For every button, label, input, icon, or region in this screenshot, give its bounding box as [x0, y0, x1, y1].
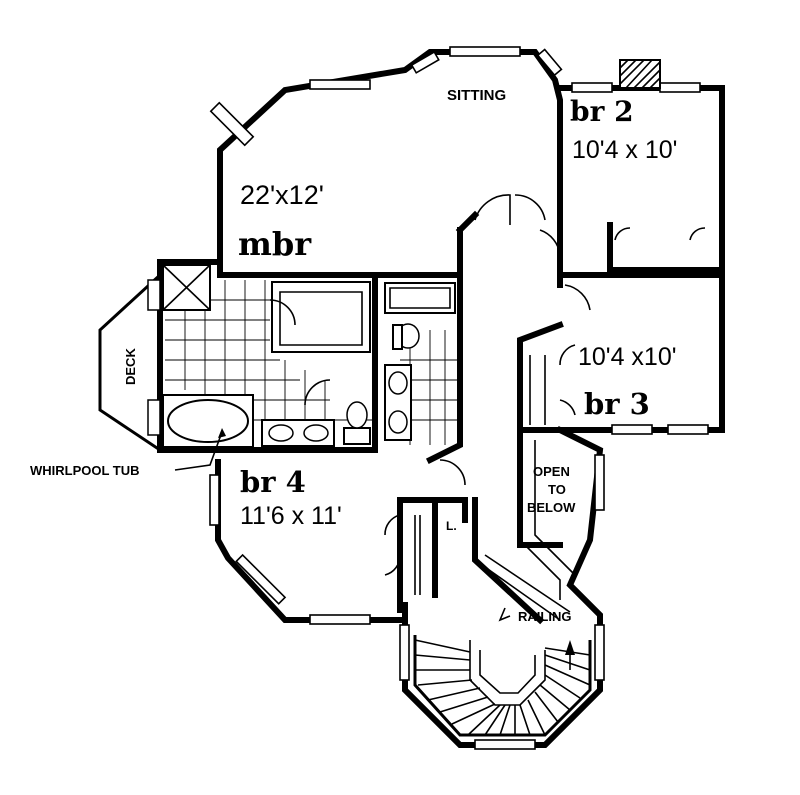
interior-walls	[217, 210, 725, 625]
label-mbr-size: 22'x12'	[240, 180, 324, 210]
label-br2-size: 10'4 x 10'	[572, 136, 677, 164]
label-br3-size: 10'4 x10'	[578, 343, 677, 371]
label-br2: br 2	[570, 95, 634, 128]
label-open-3: BELOW	[527, 500, 576, 515]
door-swings	[269, 194, 706, 595]
label-mbr: mbr	[238, 225, 312, 263]
spiral-stair	[413, 607, 592, 737]
bath-tile-floor	[165, 280, 460, 445]
label-br4-size: 11'6 x 11'	[240, 502, 342, 530]
bath-fixtures	[162, 264, 456, 448]
label-open-2: TO	[548, 482, 566, 497]
label-open-1: OPEN	[533, 464, 570, 479]
label-linen: L.	[446, 519, 457, 533]
deck	[98, 273, 162, 452]
label-railing: RAILING	[518, 609, 571, 624]
label-br3: br 3	[584, 387, 650, 421]
label-br4: br 4	[240, 465, 306, 499]
leader-lines	[174, 428, 226, 471]
railing	[474, 440, 576, 621]
chimney	[619, 59, 661, 89]
windows	[209, 46, 709, 750]
label-sitting: SITTING	[447, 87, 506, 104]
label-deck: DECK	[123, 348, 138, 385]
label-whirlpool: WHIRLPOOL TUB	[30, 463, 140, 478]
